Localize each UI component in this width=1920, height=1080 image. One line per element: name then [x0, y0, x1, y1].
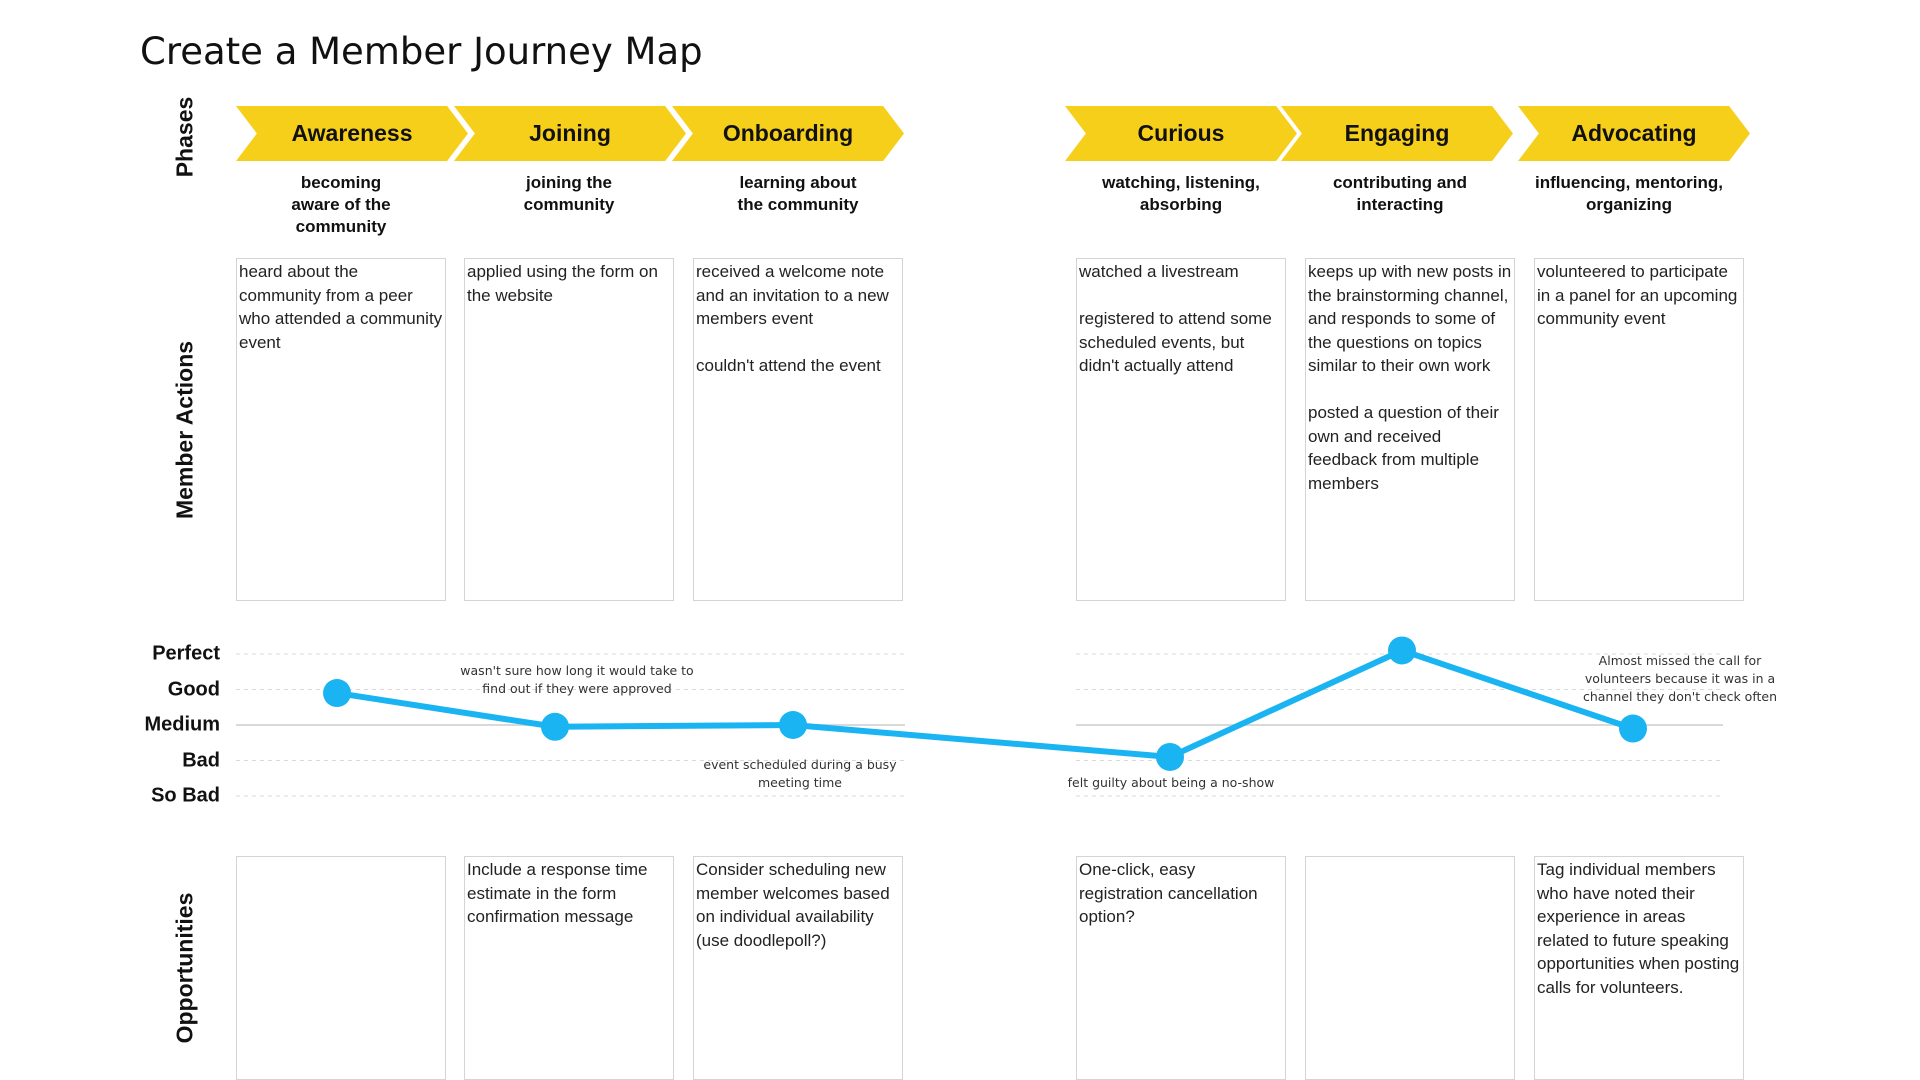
phase-description: learning about the community — [737, 173, 859, 214]
phase-chevron-onboarding: Onboarding — [672, 106, 904, 161]
rating-label-so-bad: So Bad — [151, 784, 220, 807]
member-actions-box: heard about the community from a peer wh… — [236, 258, 446, 601]
phase-description: becoming aware of the community — [291, 173, 391, 236]
emotion-point — [779, 711, 807, 739]
phase-chevron-joining: Joining — [454, 106, 686, 161]
member-actions-box: watched a livestream registered to atten… — [1076, 258, 1286, 601]
chart-annotation: event scheduled during a busy meeting ti… — [703, 757, 897, 790]
opportunity-box: Tag individual members who have noted th… — [1534, 856, 1744, 1080]
phase-description: influencing, mentoring, organizing — [1535, 173, 1723, 214]
rating-label-medium: Medium — [144, 713, 220, 736]
phase-chevron-curious: Curious — [1065, 106, 1297, 161]
emotion-line — [336, 647, 1634, 760]
page-title: Create a Member Journey Map — [140, 30, 703, 73]
member-actions-box: received a welcome note and an invitatio… — [693, 258, 903, 601]
emotion-point — [323, 679, 351, 708]
emotion-point — [1156, 742, 1184, 771]
rating-label-bad: Bad — [182, 749, 220, 772]
opportunity-box: One-click, easy registration cancellatio… — [1076, 856, 1286, 1080]
rating-label-good: Good — [167, 678, 220, 701]
member-actions-box: applied using the form on the website — [464, 258, 674, 601]
member-actions-box: keeps up with new posts in the brainstor… — [1305, 258, 1515, 601]
phase-chevron-advocating: Advocating — [1518, 106, 1750, 161]
emotion-point — [1619, 714, 1647, 743]
chart-annotation: Almost missed the call for volunteers be… — [1582, 653, 1778, 704]
opportunity-box — [236, 856, 446, 1080]
member-actions-box: volunteered to participate in a panel fo… — [1534, 258, 1744, 601]
opportunity-box: Consider scheduling new member welcomes … — [693, 856, 903, 1080]
phase-chevron-engaging: Engaging — [1281, 106, 1513, 161]
opportunity-box: Include a response time estimate in the … — [464, 856, 674, 1080]
emotion-point — [1388, 636, 1416, 665]
chart-annotation: felt guilty about being a no-show — [1067, 775, 1275, 790]
phase-description: contributing and interacting — [1332, 173, 1468, 214]
rating-label-perfect: Perfect — [152, 642, 220, 665]
phase-description: joining the community — [523, 173, 615, 214]
phase-chevron-awareness: Awareness — [236, 106, 468, 161]
chart-annotation: wasn't sure how long it would take to fi… — [460, 663, 694, 696]
phase-description: watching, listening, absorbing — [1102, 173, 1260, 214]
opportunity-box — [1305, 856, 1515, 1080]
emotion-point — [541, 712, 569, 741]
